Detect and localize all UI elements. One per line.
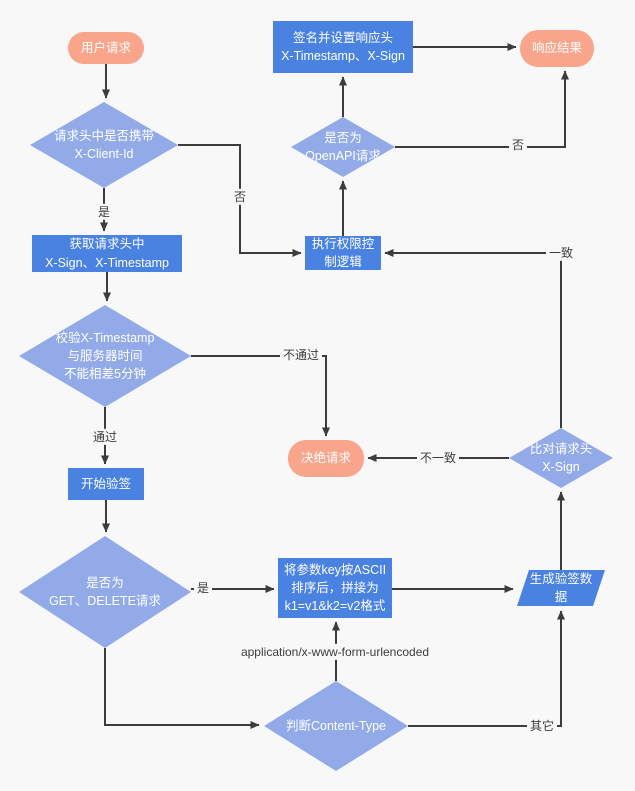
edge-label-form-urlencoded: application/x-www-form-urlencoded <box>237 643 433 661</box>
process-start-verify: 开始验签 <box>68 468 144 500</box>
edge-method-to-contenttype <box>104 648 260 729</box>
edge-label-yes-method: 是 <box>193 579 213 597</box>
edge-label-other: 其它 <box>526 717 558 735</box>
edge-label-no-client-id: 否 <box>230 188 250 206</box>
edge-compare-match <box>384 249 562 428</box>
terminal-reject-request: 决绝请求 <box>288 440 364 477</box>
edge-label-fail: 不通过 <box>279 346 323 364</box>
edge-label-no-openapi: 否 <box>508 136 528 154</box>
edge-label-yes-client-id: 是 <box>94 203 114 221</box>
process-exec-acl: 执行权限控 制逻辑 <box>305 236 381 270</box>
process-sort-params: 将参数key按ASCII 排序后，拼接为 k1=v1&k2=v2格式 <box>278 558 392 618</box>
process-get-headers: 获取请求头中 X-Sign、X-Timestamp <box>32 235 182 272</box>
start-node-user-request: 用户请求 <box>68 32 144 64</box>
process-sign-response: 签名并设置响应头 X-Timestamp、X-Sign <box>273 21 413 73</box>
edge-timestamp-fail <box>191 355 330 437</box>
edge-label-mismatch: 不一致 <box>416 449 460 467</box>
edge-label-match: 一致 <box>545 244 577 262</box>
terminal-response-result: 响应结果 <box>520 30 594 67</box>
edge-openapi-no <box>395 70 569 148</box>
edge-contenttype-other <box>408 610 565 727</box>
edge-label-pass: 通过 <box>89 428 121 446</box>
io-generate-sign-data: 生成验签数 据 <box>517 570 605 606</box>
